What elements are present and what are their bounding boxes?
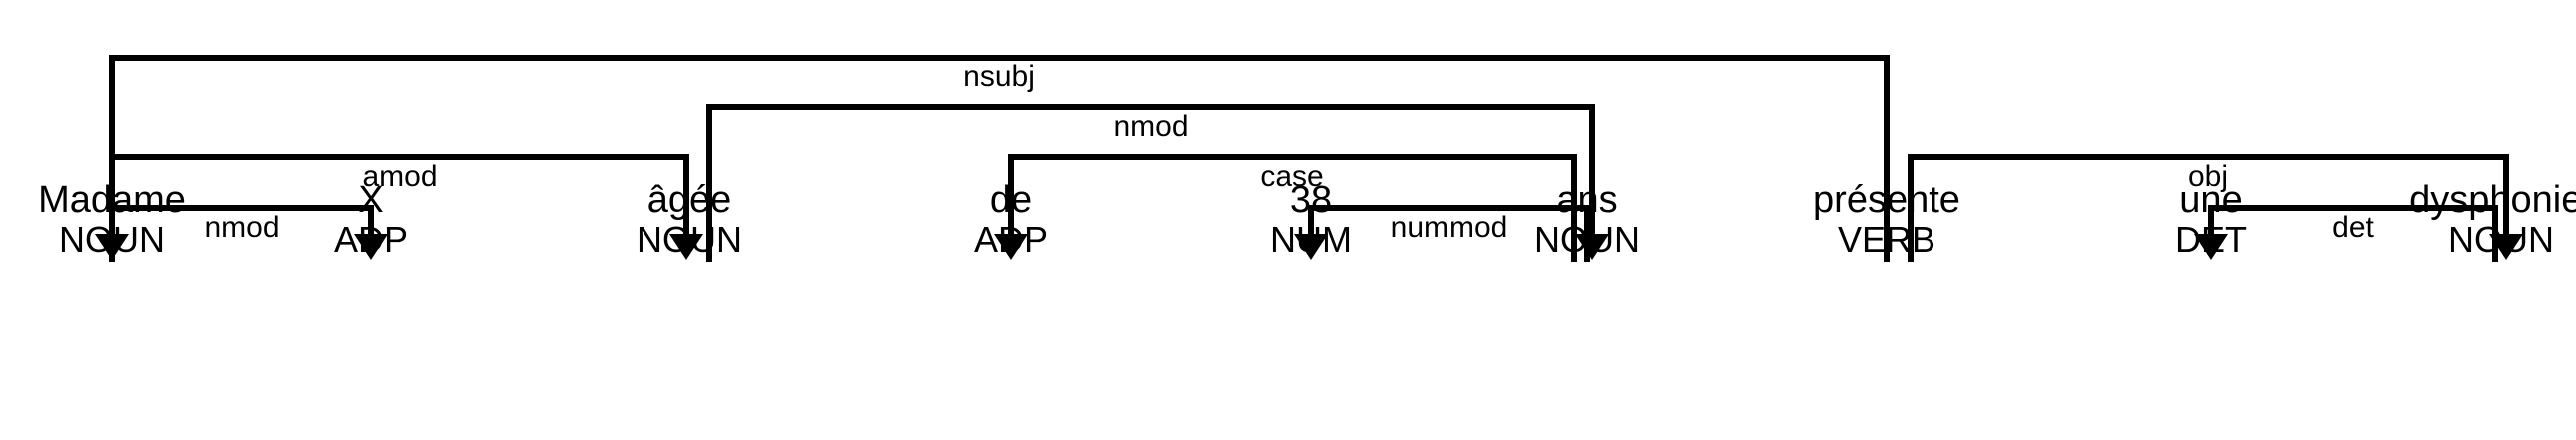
dependency-arc-nmod[interactable]: nmod xyxy=(706,104,1609,262)
token-pos-tag: NOUN xyxy=(637,219,742,260)
token-word: une xyxy=(2179,179,2242,221)
dependency-arc-nummod[interactable]: nummod xyxy=(1294,205,1590,262)
token-word: dysphonie. xyxy=(2409,179,2576,221)
words-layer: MadameNOUNXADPâgéeNOUNdeADP38NUMansNOUNp… xyxy=(38,179,2576,260)
arrow-head-icon xyxy=(2194,234,2228,260)
arcs-layer: nsubj nmod amod case obj nmod nummod det xyxy=(95,55,2523,262)
token-8[interactable]: dysphonie.NOUN xyxy=(2409,179,2576,260)
arc-label-det: det xyxy=(2332,211,2374,244)
arc-label-nummod: nummod xyxy=(1391,211,1508,244)
arc-line-nmod xyxy=(706,104,1595,262)
token-pos-tag: NUM xyxy=(1270,219,1352,260)
dependency-arc-nmod[interactable]: nmod xyxy=(109,205,388,262)
token-word: Madame xyxy=(38,179,186,221)
arc-line-det xyxy=(2208,205,2498,262)
token-pos-tag: ADP xyxy=(974,219,1048,260)
arc-line-nummod xyxy=(1308,205,1590,262)
token-pos-tag: NOUN xyxy=(59,219,165,260)
arc-label-nmod: nmod xyxy=(1113,110,1188,143)
arc-label-case: case xyxy=(1260,160,1323,193)
token-pos-tag: NOUN xyxy=(1534,219,1640,260)
arc-label-nsubj: nsubj xyxy=(963,60,1035,93)
token-word: de xyxy=(990,179,1032,221)
arrow-head-icon xyxy=(354,234,388,260)
arc-label-obj: obj xyxy=(2188,160,2228,193)
arrow-head-icon xyxy=(1575,234,1609,260)
token-word: X xyxy=(358,179,383,221)
token-word: ans xyxy=(1556,179,1617,221)
arc-line-nmod xyxy=(109,205,374,262)
token-pos-tag: ADP xyxy=(334,219,408,260)
token-word: âgée xyxy=(647,179,732,221)
arrow-head-icon xyxy=(1294,234,1328,260)
token-pos-tag: NOUN xyxy=(2448,219,2554,260)
arrow-head-icon xyxy=(669,234,703,260)
arc-line-obj xyxy=(1908,154,2509,262)
token-pos-tag: VERB xyxy=(1838,219,1935,260)
token-pos-tag: DET xyxy=(2175,219,2247,260)
arc-label-nmod: nmod xyxy=(204,211,279,244)
arc-label-amod: amod xyxy=(362,160,437,193)
arc-line-nsubj xyxy=(109,55,1890,262)
token-word: 38 xyxy=(1290,179,1332,221)
dependency-arc-det[interactable]: det xyxy=(2194,205,2498,262)
arrow-head-icon xyxy=(994,234,1028,260)
token-word: présente xyxy=(1813,179,1960,221)
